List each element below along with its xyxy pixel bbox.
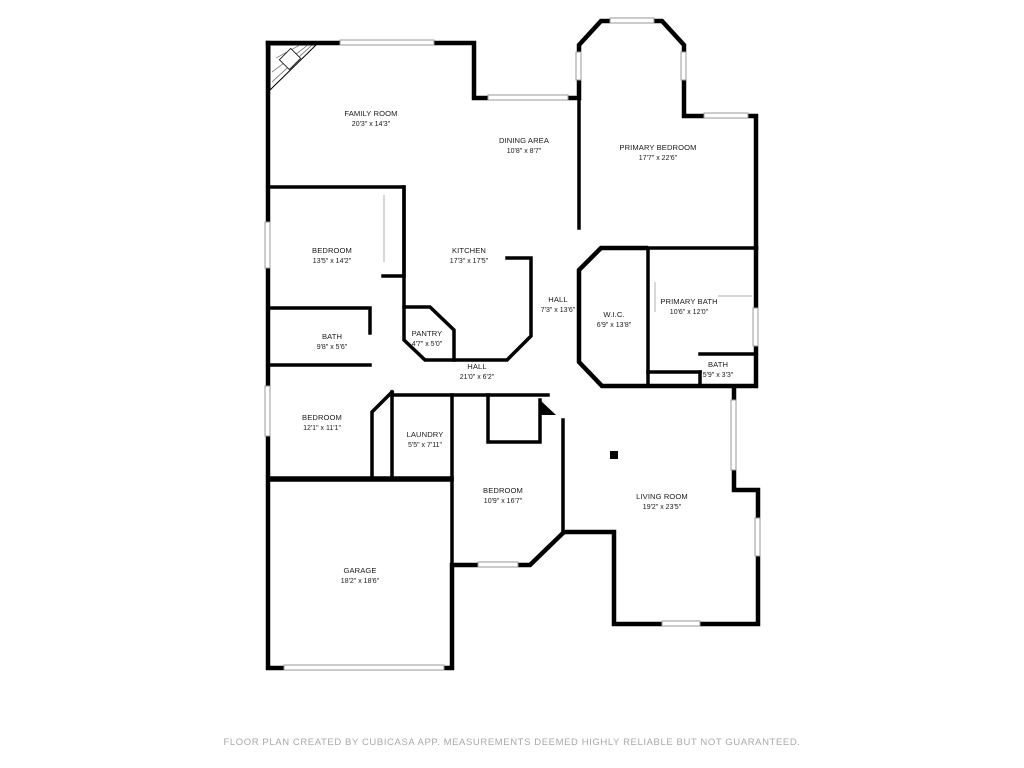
room-label-kitchen: KITCHEN 17'3" x 17'5" — [450, 246, 489, 265]
room-name: FAMILY ROOM — [344, 109, 397, 118]
room-dims: 20'3" x 14'3" — [352, 121, 391, 128]
room-dims: 4'7" x 5'0" — [412, 341, 443, 348]
room-dims: 7'3" x 13'6" — [541, 307, 576, 314]
disclaimer-footer: FLOOR PLAN CREATED BY CUBICASA APP. MEAS… — [223, 737, 801, 748]
room-name: GARAGE — [343, 566, 376, 575]
interior-walls — [266, 96, 758, 567]
room-name: KITCHEN — [452, 246, 486, 255]
room-name: PRIMARY BATH — [660, 297, 717, 306]
room-label-laundry: LAUNDRY 5'5" x 7'11" — [407, 430, 444, 449]
room-dims: 10'9" x 16'7" — [484, 498, 523, 505]
room-label-bath-2: BATH 5'9" x 3'3" — [703, 360, 734, 379]
room-name: BEDROOM — [312, 246, 352, 255]
room-label-bedroom-3: BEDROOM 10'9" x 16'7" — [483, 486, 523, 505]
room-label-wic: W.I.C. 6'9" x 13'8" — [597, 310, 632, 329]
room-dims: 5'5" x 7'11" — [408, 442, 442, 449]
room-dims: 13'5" x 14'2" — [313, 258, 352, 265]
room-label-garage: GARAGE 18'2" x 18'6" — [341, 566, 380, 585]
room-name: W.I.C. — [603, 310, 624, 319]
room-label-hall-1: HALL 7'3" x 13'6" — [541, 295, 576, 314]
room-dims: 9'8" x 5'6" — [317, 344, 348, 351]
room-label-pantry: PANTRY 4'7" x 5'0" — [412, 329, 443, 348]
room-dims: 5'9" x 3'3" — [703, 372, 734, 379]
room-dims: 10'6" x 12'0" — [670, 309, 709, 316]
room-label-bedroom-2: BEDROOM 12'1" x 11'1" — [302, 413, 342, 432]
room-name: BEDROOM — [483, 486, 523, 495]
room-dims: 17'3" x 17'5" — [450, 258, 489, 265]
room-name: PANTRY — [412, 329, 443, 338]
room-dims: 12'1" x 11'1" — [303, 425, 341, 432]
room-label-primary-bedroom: PRIMARY BEDROOM 17'7" x 22'6" — [619, 143, 696, 162]
room-label-bath-1: BATH 9'8" x 5'6" — [317, 332, 348, 351]
room-dims: 19'2" x 23'5" — [643, 504, 682, 511]
room-name: HALL — [467, 362, 486, 371]
room-name: BATH — [322, 332, 342, 341]
room-label-bedroom-1: BEDROOM 13'5" x 14'2" — [312, 246, 352, 265]
room-name: HALL — [548, 295, 567, 304]
room-dims: 6'9" x 13'8" — [597, 322, 632, 329]
room-dims: 18'2" x 18'6" — [341, 578, 380, 585]
room-label-dining-area: DINING AREA 10'8" x 8'7" — [499, 136, 550, 155]
room-label-primary-bath: PRIMARY BATH 10'6" x 12'0" — [660, 297, 717, 316]
room-dims: 10'8" x 8'7" — [507, 148, 542, 155]
room-label-family-room: FAMILY ROOM 20'3" x 14'3" — [344, 109, 397, 128]
room-dims: 21'0" x 6'2" — [460, 374, 495, 381]
room-label-living-room: LIVING ROOM 19'2" x 23'5" — [636, 492, 688, 511]
fixtures — [383, 195, 752, 459]
room-name: PRIMARY BEDROOM — [619, 143, 696, 152]
room-name: DINING AREA — [499, 136, 550, 145]
room-name: BATH — [708, 360, 728, 369]
fireplace-icon — [269, 44, 318, 92]
room-name: BEDROOM — [302, 413, 342, 422]
windows — [264, 17, 761, 671]
room-name: LAUNDRY — [407, 430, 444, 439]
room-name: LIVING ROOM — [636, 492, 688, 501]
room-label-hall-2: HALL 21'0" x 6'2" — [460, 362, 495, 381]
room-dims: 17'7" x 22'6" — [639, 155, 678, 162]
